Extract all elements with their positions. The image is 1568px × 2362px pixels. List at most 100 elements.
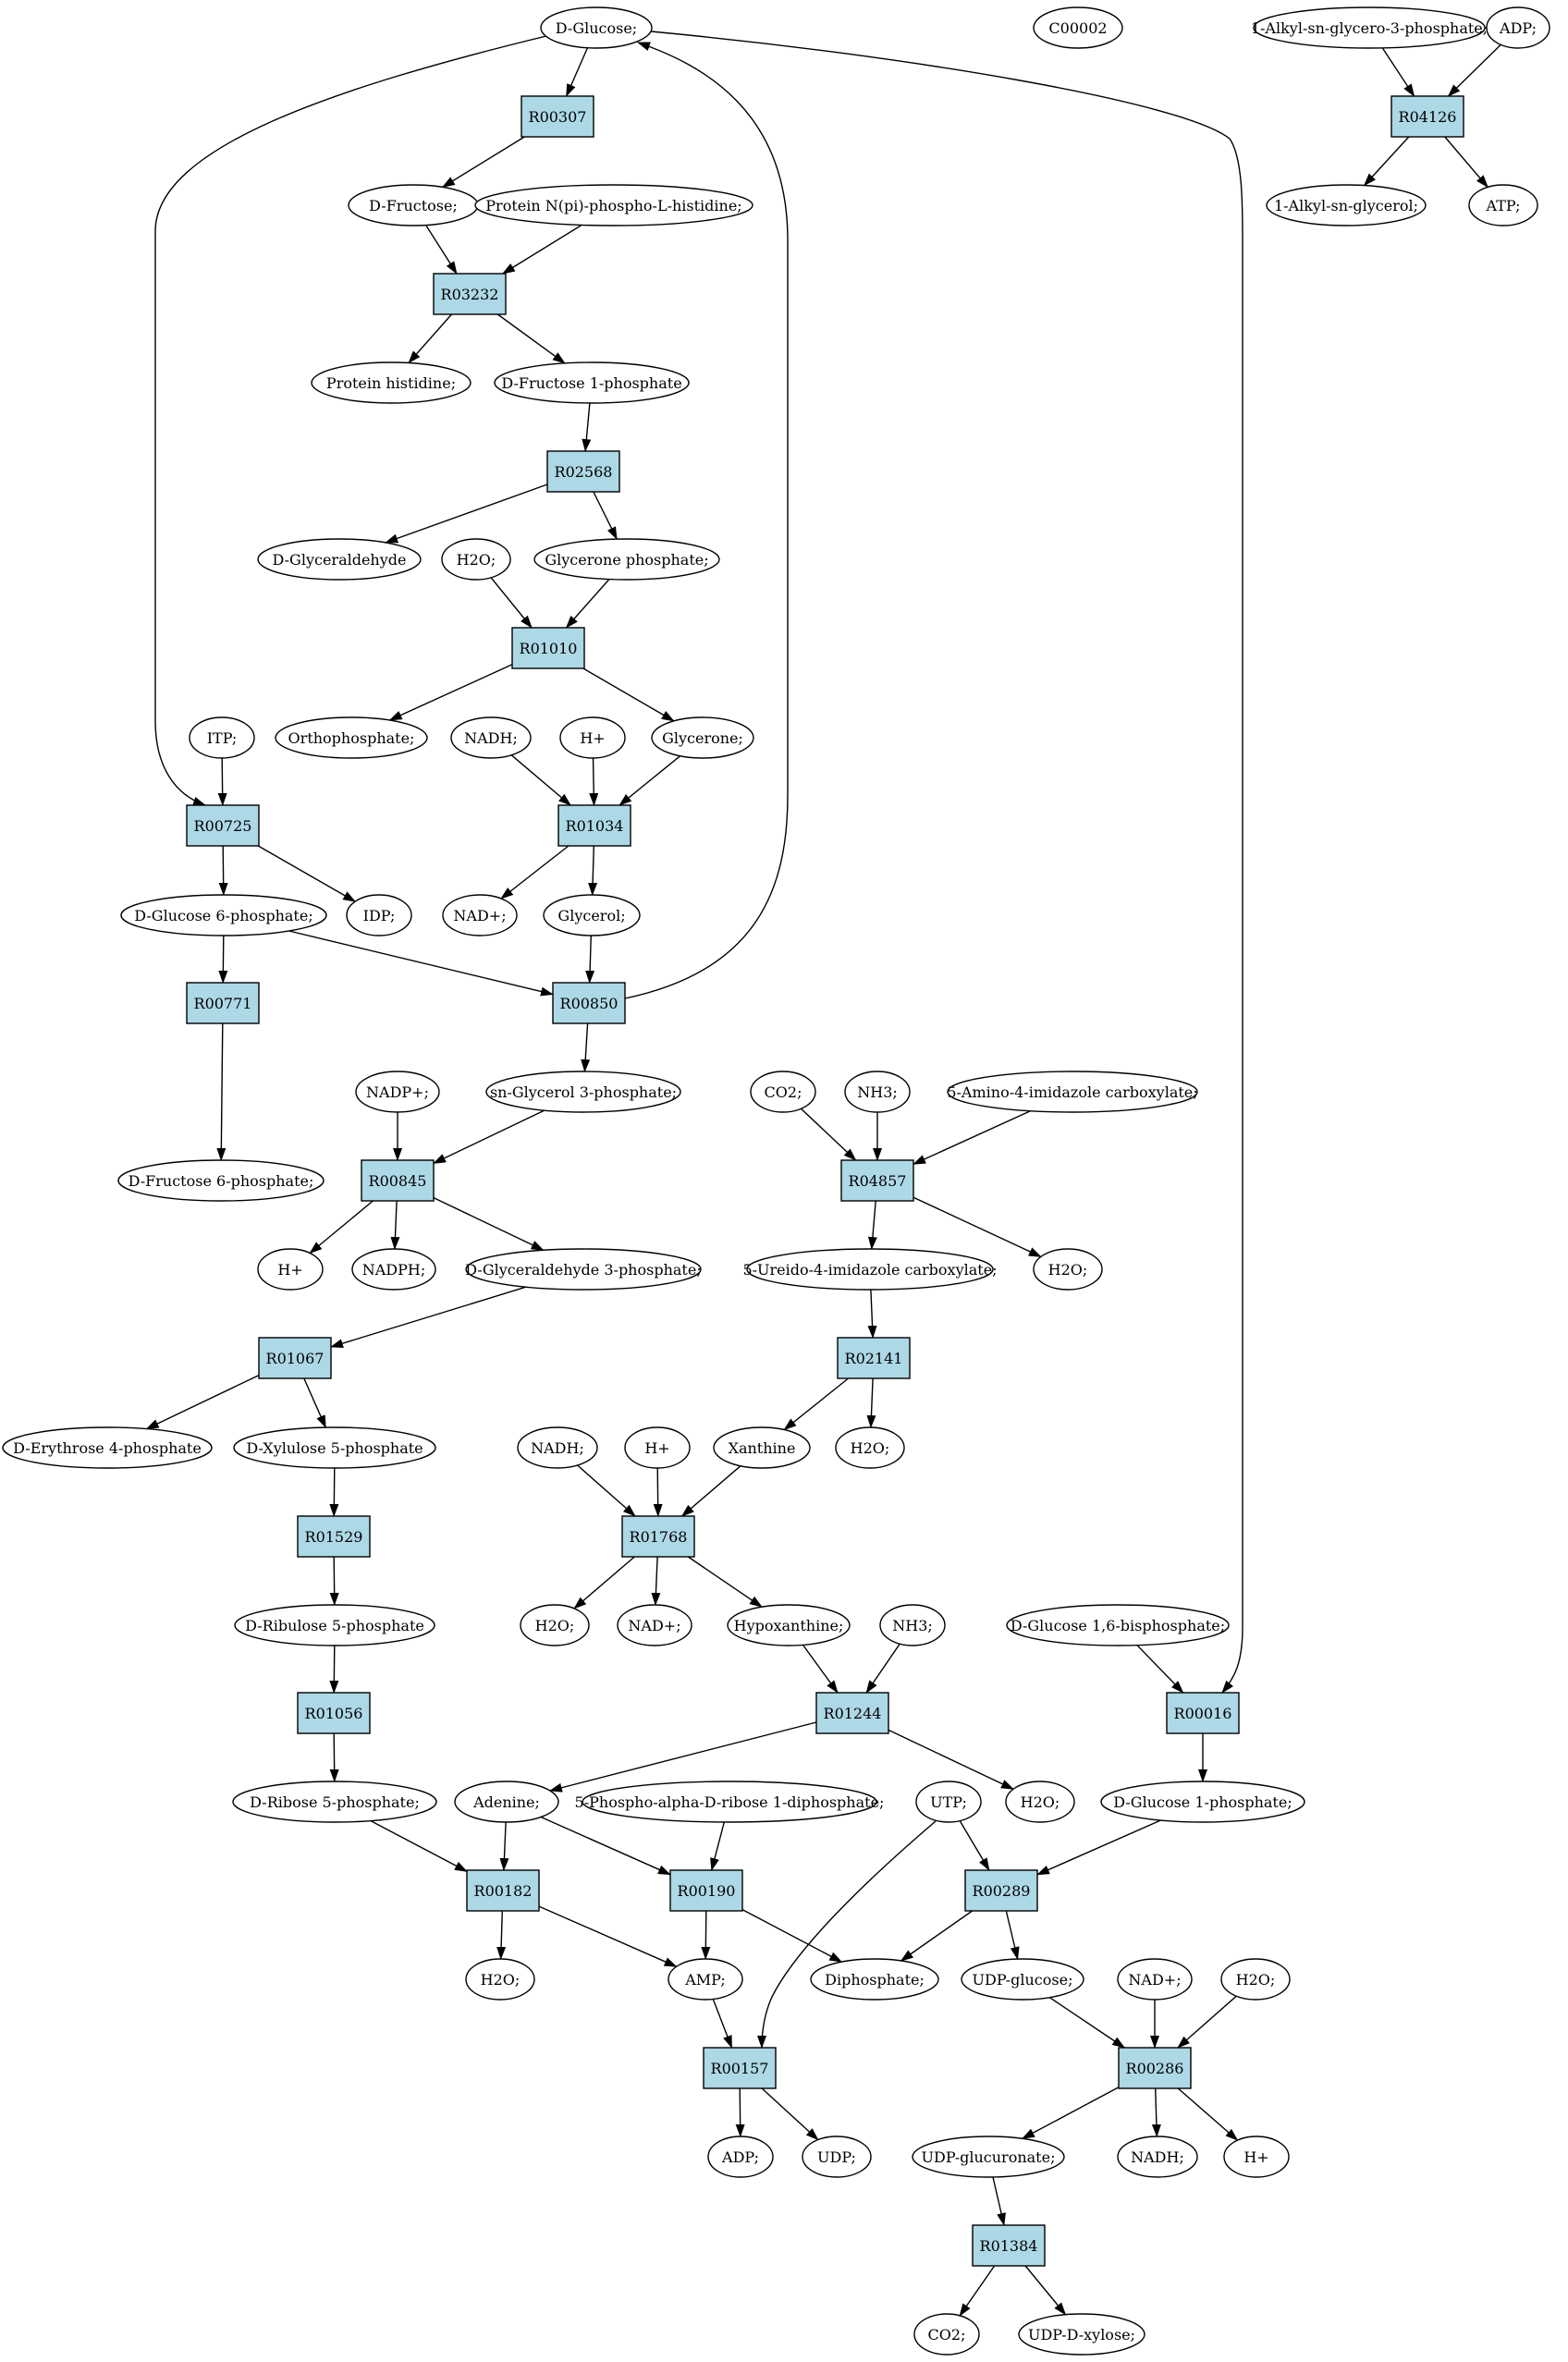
reaction-r03232[interactable]: R03232 <box>433 273 507 315</box>
reaction-r01529[interactable]: R01529 <box>297 1515 371 1558</box>
compound-alkyl_g3p[interactable]: 1-Alkyl-sn-glycero-3-phosphate; <box>1251 6 1488 49</box>
compound-xu5p[interactable]: D-Xylulose 5-phosphate <box>233 1426 436 1469</box>
reaction-r01384[interactable]: R01384 <box>972 2224 1046 2267</box>
reaction-r00771[interactable]: R00771 <box>186 982 260 1024</box>
compound-aica[interactable]: 5-Amino-4-imidazole carboxylate; <box>947 1071 1198 1113</box>
compound-dhap[interactable]: Glycerone phosphate; <box>533 538 720 581</box>
edge-xu5p-to-r01529 <box>329 1467 339 1517</box>
compound-c00002[interactable]: C00002 <box>1033 6 1123 49</box>
compound-nadh_a[interactable]: NADH; <box>450 716 532 759</box>
reaction-r00845[interactable]: R00845 <box>361 1159 435 1202</box>
compound-nadplus_a[interactable]: NAD+; <box>442 894 518 936</box>
reaction-r00725[interactable]: R00725 <box>186 804 260 847</box>
compound-nadh_b[interactable]: NADH; <box>517 1426 598 1469</box>
compound-co2_b[interactable]: CO2; <box>913 2313 980 2356</box>
compound-protpi[interactable]: Protein N(pi)-phospho-L-histidine; <box>474 184 753 226</box>
compound-xanthine[interactable]: Xanthine <box>713 1426 811 1469</box>
compound-glycerone[interactable]: Glycerone; <box>651 716 754 759</box>
compound-g16bp[interactable]: D-Glucose 1,6-bisphosphate; <box>1006 1604 1230 1646</box>
compound-h2o_e[interactable]: H2O; <box>1005 1781 1075 1823</box>
compound-udpglc[interactable]: UDP-glucose; <box>961 1958 1084 2001</box>
compound-prothis[interactable]: Protein histidine; <box>311 361 472 404</box>
compound-hplus_b[interactable]: H+ <box>257 1248 324 1291</box>
compound-h2o_f[interactable]: H2O; <box>465 1958 535 2001</box>
reaction-r02568[interactable]: R02568 <box>546 450 620 493</box>
compound-hplus_d[interactable]: H+ <box>1223 2136 1290 2178</box>
compound-adp2[interactable]: ADP; <box>707 2136 774 2178</box>
compound-h2o_b[interactable]: H2O; <box>1033 1248 1103 1291</box>
compound-atp[interactable]: ATP; <box>1468 184 1538 226</box>
compound-nadplus_b[interactable]: NAD+; <box>617 1604 692 1646</box>
compound-glyald[interactable]: D-Glyceraldehyde <box>257 538 422 581</box>
compound-idp[interactable]: IDP; <box>346 894 412 936</box>
reaction-r00190[interactable]: R00190 <box>669 1869 743 1912</box>
compound-udpxyl[interactable]: UDP-D-xylose; <box>1018 2313 1145 2356</box>
compound-nh3_b[interactable]: NH3; <box>879 1604 946 1646</box>
compound-ellipse <box>257 538 422 581</box>
reaction-r00157[interactable]: R00157 <box>703 2047 777 2089</box>
compound-ellipse <box>120 894 327 936</box>
compound-prpp[interactable]: 5-Phospho-alpha-D-ribose 1-diphosphate; <box>575 1781 885 1823</box>
compound-amp[interactable]: AMP; <box>668 1958 743 2001</box>
compound-fru[interactable]: D-Fructose; <box>348 184 479 226</box>
reaction-r02141[interactable]: R02141 <box>837 1337 911 1379</box>
compound-h2o_d[interactable]: H2O; <box>520 1604 590 1646</box>
compound-h2o_c[interactable]: H2O; <box>835 1426 905 1469</box>
compound-ellipse <box>351 1248 436 1291</box>
reaction-r01056[interactable]: R01056 <box>297 1692 371 1734</box>
reaction-r01067[interactable]: R01067 <box>258 1337 332 1379</box>
compound-g1p[interactable]: D-Glucose 1-phosphate; <box>1100 1781 1305 1823</box>
compound-hypox[interactable]: Hypoxanthine; <box>727 1604 851 1646</box>
compound-udp[interactable]: UDP; <box>802 2136 872 2178</box>
compound-e4p[interactable]: D-Erythrose 4-phosphate <box>2 1426 213 1469</box>
node-label: ADP; <box>1499 19 1537 37</box>
reaction-r01244[interactable]: R01244 <box>815 1692 889 1734</box>
node-label: D-Glucose; <box>556 19 637 37</box>
compound-pi[interactable]: Orthophosphate; <box>275 716 428 759</box>
reaction-r01768[interactable]: R01768 <box>621 1515 695 1558</box>
compound-gap[interactable]: D-Glyceraldehyde 3-phosphate; <box>465 1248 702 1291</box>
compound-utp[interactable]: UTP; <box>915 1781 982 1823</box>
reaction-r00016[interactable]: R00016 <box>1166 1692 1240 1734</box>
reaction-r04857[interactable]: R04857 <box>840 1159 914 1202</box>
compound-udpglcu[interactable]: UDP-glucuronate; <box>912 2136 1065 2178</box>
reaction-r01010[interactable]: R01010 <box>511 627 585 669</box>
compound-glycerol[interactable]: Glycerol; <box>543 894 641 936</box>
compound-sng3p[interactable]: sn-Glycerol 3-phosphate; <box>485 1071 681 1113</box>
compound-hplus_c[interactable]: H+ <box>624 1426 691 1469</box>
compound-itp[interactable]: ITP; <box>189 716 255 759</box>
compound-nadpplus[interactable]: NADP+; <box>355 1071 440 1113</box>
compound-alkyl_g[interactable]: 1-Alkyl-sn-glycerol; <box>1266 184 1427 226</box>
compound-adp1[interactable]: ADP; <box>1486 6 1550 49</box>
reaction-r04126[interactable]: R04126 <box>1390 95 1464 138</box>
reaction-r00289[interactable]: R00289 <box>964 1869 1038 1912</box>
compound-h2o_a[interactable]: H2O; <box>441 538 511 581</box>
compound-diphos[interactable]: Diphosphate; <box>810 1958 939 2001</box>
compound-ureido[interactable]: 5-Ureido-4-imidazole carboxylate; <box>742 1248 998 1291</box>
compound-glc[interactable]: D-Glucose; <box>540 6 653 49</box>
compound-r5p[interactable]: D-Ribose 5-phosphate; <box>232 1781 437 1823</box>
compound-h2o_g[interactable]: H2O; <box>1220 1958 1291 2001</box>
compound-nh3_a[interactable]: NH3; <box>844 1071 911 1113</box>
node-label: R02141 <box>845 1350 903 1367</box>
compound-co2_a[interactable]: CO2; <box>750 1071 816 1113</box>
node-label: NAD+; <box>453 907 506 924</box>
compound-f1p[interactable]: D-Fructose 1-phosphate <box>494 361 690 404</box>
reaction-box <box>1390 95 1464 138</box>
reaction-r00182[interactable]: R00182 <box>466 1869 540 1912</box>
reaction-r00307[interactable]: R00307 <box>521 95 594 138</box>
compound-adenine[interactable]: Adenine; <box>454 1781 559 1823</box>
edge-ureido-to-r02141 <box>867 1289 877 1339</box>
compound-nadh_c[interactable]: NADH; <box>1117 2136 1198 2178</box>
reaction-r00286[interactable]: R00286 <box>1118 2047 1192 2089</box>
reaction-r01034[interactable]: R01034 <box>557 804 631 847</box>
compound-f6p[interactable]: D-Fructose 6-phosphate; <box>117 1159 325 1202</box>
compound-nadph[interactable]: NADPH; <box>351 1248 436 1291</box>
edge-r04857-to-ureido <box>867 1200 877 1250</box>
compound-hplus_a[interactable]: H+ <box>559 716 626 759</box>
compound-ru5p[interactable]: D-Ribulose 5-phosphate <box>234 1604 435 1646</box>
compound-g6p[interactable]: D-Glucose 6-phosphate; <box>120 894 327 936</box>
compound-nadplus_c[interactable]: NAD+; <box>1117 1958 1193 2001</box>
reaction-r00850[interactable]: R00850 <box>552 982 626 1024</box>
